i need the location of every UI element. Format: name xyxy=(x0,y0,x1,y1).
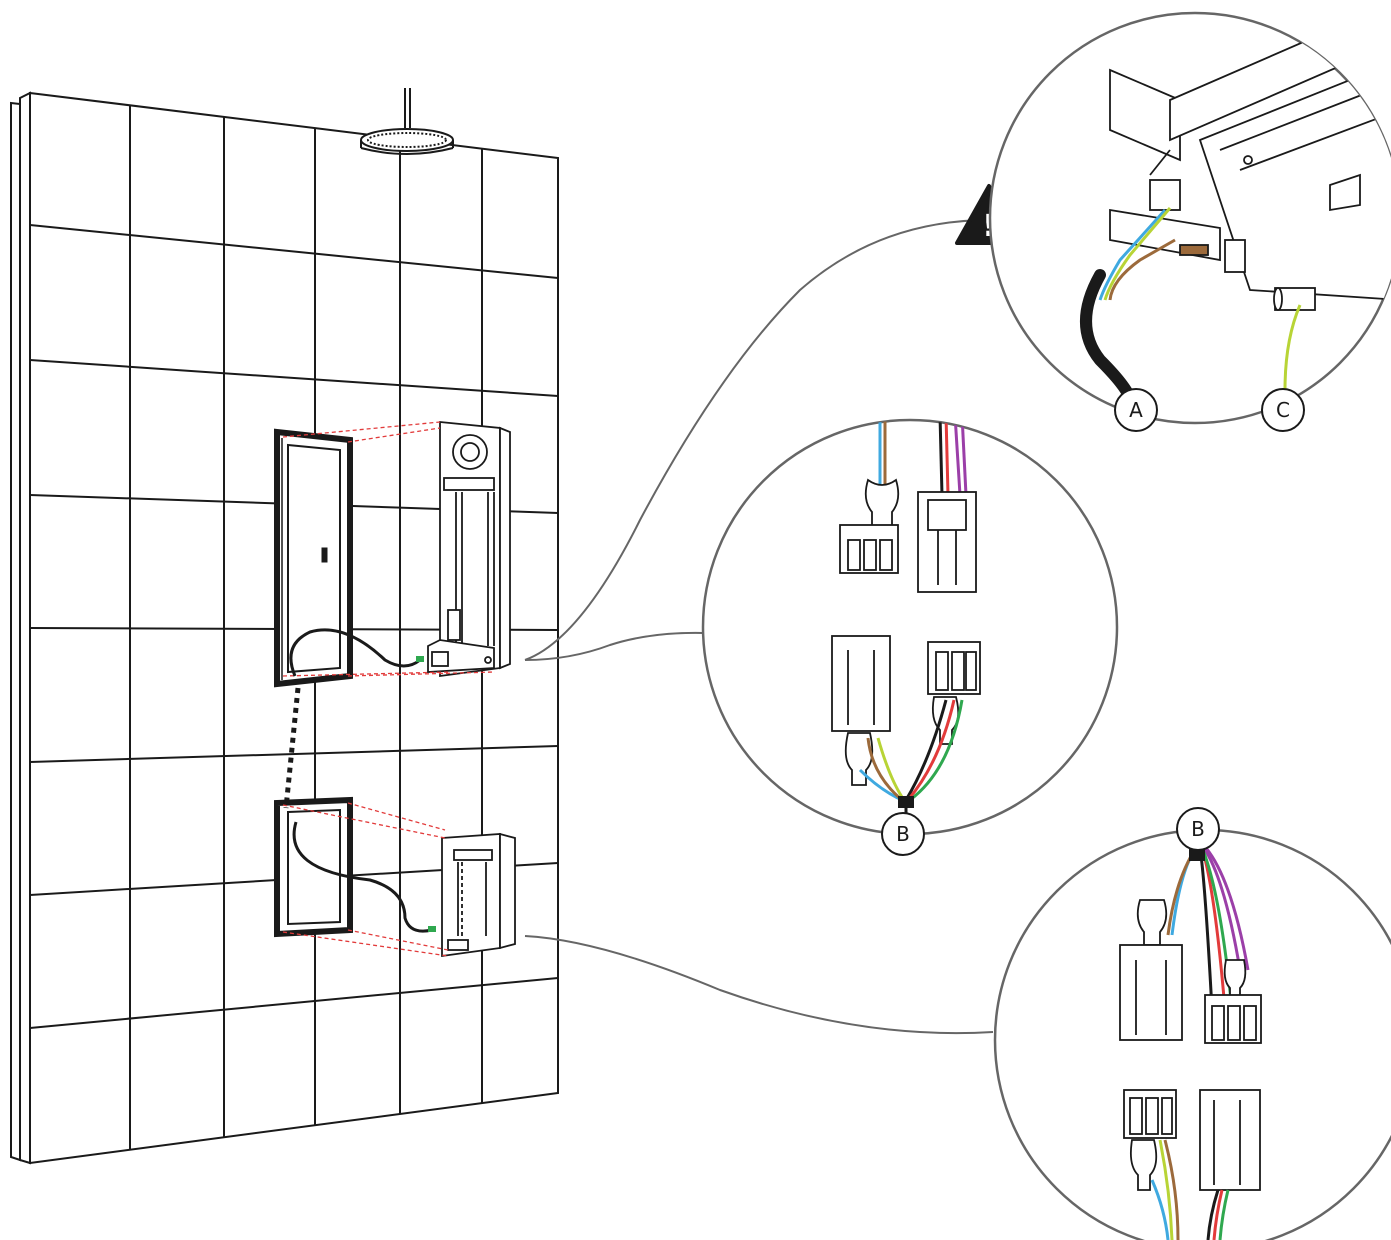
alignment-lines xyxy=(282,421,496,957)
wall-edge-mid xyxy=(19,91,31,1165)
callout-c: C xyxy=(1261,388,1305,432)
detail-circle-upper-wiring xyxy=(701,418,1119,836)
detail-circle-lower-wiring xyxy=(993,828,1391,1240)
callout-b-top-label: B xyxy=(896,822,910,846)
callout-c-label: C xyxy=(1276,398,1290,422)
callout-b-top: B xyxy=(881,812,925,856)
callout-b-bottom: B xyxy=(1176,807,1220,851)
lower-mounting-frame xyxy=(274,796,353,938)
callout-b-bottom-label: B xyxy=(1191,817,1205,841)
shower-head-icon xyxy=(360,88,454,155)
callout-a-label: A xyxy=(1129,398,1143,422)
wall-cables xyxy=(283,628,436,933)
upper-mounting-frame xyxy=(274,428,353,688)
leader-lines xyxy=(524,219,994,1035)
lower-module xyxy=(441,832,516,958)
wall-edge-back xyxy=(10,101,21,1162)
callout-a: A xyxy=(1114,388,1158,432)
upper-module xyxy=(427,421,511,678)
detail-circle-ground-connection xyxy=(988,11,1391,425)
